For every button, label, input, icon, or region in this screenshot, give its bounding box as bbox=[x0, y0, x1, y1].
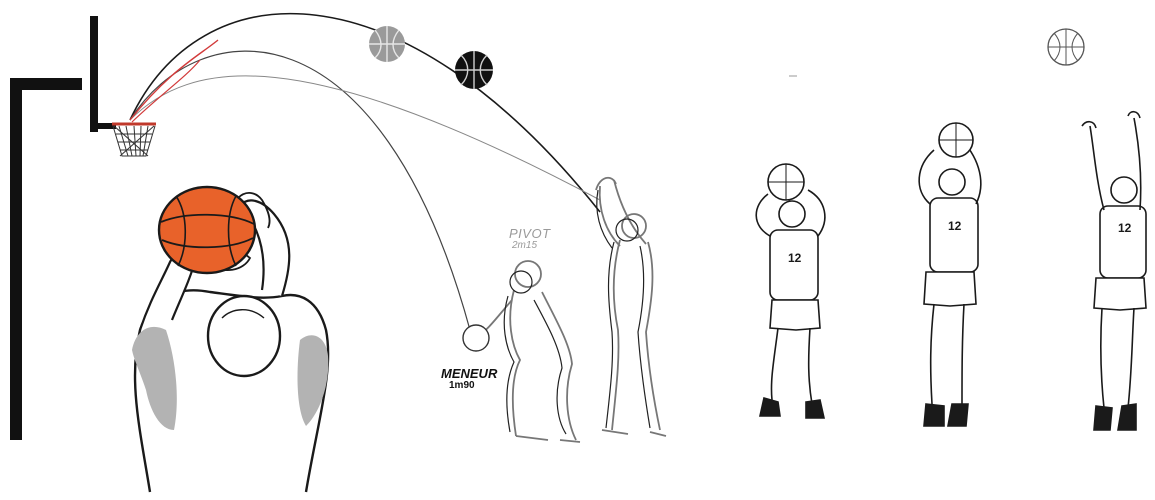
ball-outline-top-right bbox=[1048, 29, 1084, 65]
hoop-support-pole bbox=[16, 84, 82, 440]
phase1-jersey-number: 12 bbox=[788, 251, 802, 265]
jumpshot-phase-1 bbox=[756, 164, 825, 418]
pivot-height: 2m15 bbox=[512, 240, 537, 251]
meneur-label: MENEUR bbox=[441, 366, 497, 381]
ball-grey-in-flight bbox=[369, 26, 405, 62]
phase2-jersey bbox=[930, 198, 978, 272]
pivot-player-inner bbox=[597, 190, 650, 428]
phase2-shorts bbox=[924, 272, 976, 306]
trajectory-entry-angle-b bbox=[132, 60, 200, 122]
phase2-jersey-number: 12 bbox=[948, 219, 962, 233]
jumpshot-phase-3 bbox=[1082, 112, 1146, 430]
trajectory-low-arc bbox=[130, 76, 600, 200]
ball-black-in-flight bbox=[455, 51, 493, 89]
net bbox=[113, 126, 155, 156]
phase1-shorts bbox=[770, 300, 820, 330]
meneur-player bbox=[478, 261, 580, 442]
phase3-jersey-number: 12 bbox=[1118, 221, 1132, 235]
meneur-ball bbox=[463, 325, 489, 351]
meneur-height: 1m90 bbox=[449, 380, 475, 391]
phase3-shorts bbox=[1094, 278, 1146, 310]
foreground-shooter bbox=[132, 187, 328, 492]
ball-orange-held bbox=[159, 187, 255, 273]
jumpshot-phase-2 bbox=[919, 123, 981, 426]
phase1-jersey bbox=[770, 230, 818, 300]
shooter-shading-right bbox=[298, 335, 329, 426]
pivot-label: PIVOT bbox=[509, 226, 551, 241]
shot-trajectories bbox=[130, 14, 600, 330]
shooter-head bbox=[208, 296, 280, 376]
pivot-player bbox=[596, 178, 666, 436]
phase3-jersey bbox=[1100, 206, 1146, 278]
